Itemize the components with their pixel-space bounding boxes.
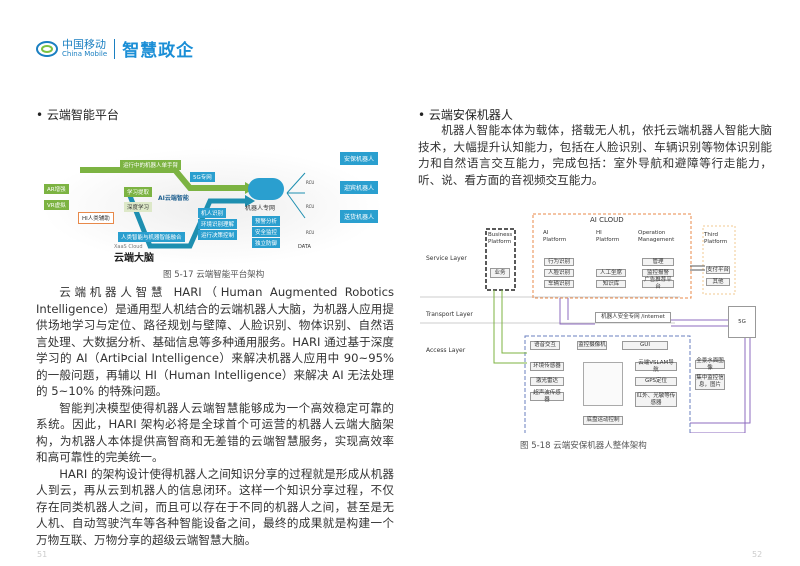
page-number-right: 52 [752,550,763,559]
bottom-flow-label: 人类智能与机器智能融合 [118,232,185,242]
ai-item-3: 车辆识别 [544,280,574,288]
china-mobile-logo-icon [36,40,58,57]
hi-item-1: 人工坐席 [596,269,626,277]
paragraph-1: 云端机器人智慧 HARI（Human Augmented Robotics In… [36,285,394,398]
business-platform: Business Platform [488,232,513,245]
tag-ar: AR增强 [44,184,69,194]
business-item: 业务 [490,268,510,278]
top-flow-label: 运行中的机器人单手臂 [120,160,182,170]
robot-greeter: 迎宾机器人 [340,181,379,194]
module-camera: 监控摄像机 [577,341,607,350]
module-gps: GPS定位 [635,377,677,386]
flow-arrows [80,167,306,249]
layer-service: Service Layer [426,255,467,262]
ops-item-3: 广告推荐平台 [642,277,674,290]
5g-box: 5G [728,306,756,338]
cloud-icon [248,178,284,200]
mid-tag-3: 运行决策控制 [198,230,238,240]
net-tag-3: 独立防御 [252,238,281,248]
robot-network-label: 机器人专网 [245,205,276,212]
third-platform: Third Platform [704,232,728,245]
data-label: DATA [298,244,311,250]
third-item-1: 支付平台 [706,266,730,274]
rcu-1: RCU [306,180,315,185]
mid-tag-1: 机人识别 [198,208,227,218]
learn-extract: 学习提取 [124,187,153,197]
hi-human-assist: HI人类辅助 [78,212,114,224]
module-ir-sensor: 红外、光敏等传感器 [635,392,677,407]
third-item-2: 其他 [706,278,730,286]
figure-security-robot-architecture: Service Layer Transport Layer Access Lay… [420,208,770,433]
mid-tag-2: 环境识别理解 [198,219,238,229]
paragraph-2: 智能判决模型使得机器人云端智慧能够成为一个高效稳定可靠的系统。因此，HARI 架… [36,400,394,465]
body-text-left: 云端机器人智慧 HARI（Human Augmented Robotics In… [36,284,394,548]
5g-network: 5G专网 [190,172,215,182]
module-gui: GUI [622,341,668,350]
robot-delivery: 送货机器人 [340,210,379,223]
layer-access: Access Layer [426,347,466,354]
hi-platform: HI Platform [596,230,620,243]
module-ultrasonic: 超声波传感器 [530,390,564,403]
body-text-right: 机器人智能本体为载体，搭载无人机，依托云端机器人智能大脑技术，大幅提升认知能力，… [418,122,772,188]
page-number-left: 51 [37,550,48,559]
section-heading-right: • 云端安保机器人 [418,108,513,122]
ai-item-2: 人脸识别 [544,269,574,277]
cloud-brain-label: 云端大脑 [114,253,154,264]
rcu-3: RCU [306,230,315,235]
ai-item-1: 行为识别 [544,258,574,266]
paragraph-right: 机器人智能本体为载体，搭载无人机，依托云端机器人智能大脑技术，大幅提升认知能力，… [418,123,772,187]
module-lidar: 激光雷达 [530,377,564,386]
module-chassis: 底盘运动控制 [583,416,623,425]
logo-en: China Mobile [62,50,108,58]
module-voice: 语音交互 [530,341,560,350]
robot-security: 安保机器人 [340,152,379,165]
brand-title: 智慧政企 [122,41,195,61]
net-tag-2: 安全监控 [252,227,281,237]
figure-caption-right: 图 5-18 云端安保机器人整体架构 [520,441,647,451]
section-heading-left: • 云端智能平台 [36,108,119,122]
robot-image [583,362,623,406]
figure-cloud-platform: AR增强 VR虚拟 HI人类辅助 运行中的机器人单手臂 学习提取 深度学习 AI… [40,148,385,266]
ext-image: 全景水面图像 [695,357,725,371]
net-tag-1: 预警分析 [252,216,281,226]
architecture-lines [420,213,751,433]
layer-transport: Transport Layer [426,311,473,318]
module-env-sensor: 环境传感器 [530,362,564,371]
logo-divider [114,38,116,59]
ops-item-2: 监控报警 [642,269,674,277]
ext-monitor: 集中监控信息，图片 [695,374,725,390]
tag-vr: VR虚拟 [44,200,69,210]
hi-item-2: 知识库 [596,280,626,288]
ops-item-1: 管理 [642,258,674,266]
robot-network-box: 机器人安全专网 /internet [595,312,671,323]
paragraph-3: HARI 的架构设计使得机器人之间知识分享的过程就是形成从机器人到云，再从云到机… [36,466,394,547]
deep-learning: 深度学习 [124,202,153,212]
xcloud-label: XaaS Cloud [114,244,143,250]
rcu-2: RCU [306,204,315,209]
module-vslam: 云端VSLAM导航 [635,360,677,373]
logo-cn: 中国移动 [62,38,106,51]
ai-cloud-label: AI云端智能 [158,195,189,202]
ai-cloud-title: AI CLOUD [590,216,624,224]
ai-platform: AI Platform [543,230,567,243]
figure-caption-left: 图 5-17 云端智能平台架构 [163,270,265,280]
operation-management: Operation Management [638,230,675,243]
